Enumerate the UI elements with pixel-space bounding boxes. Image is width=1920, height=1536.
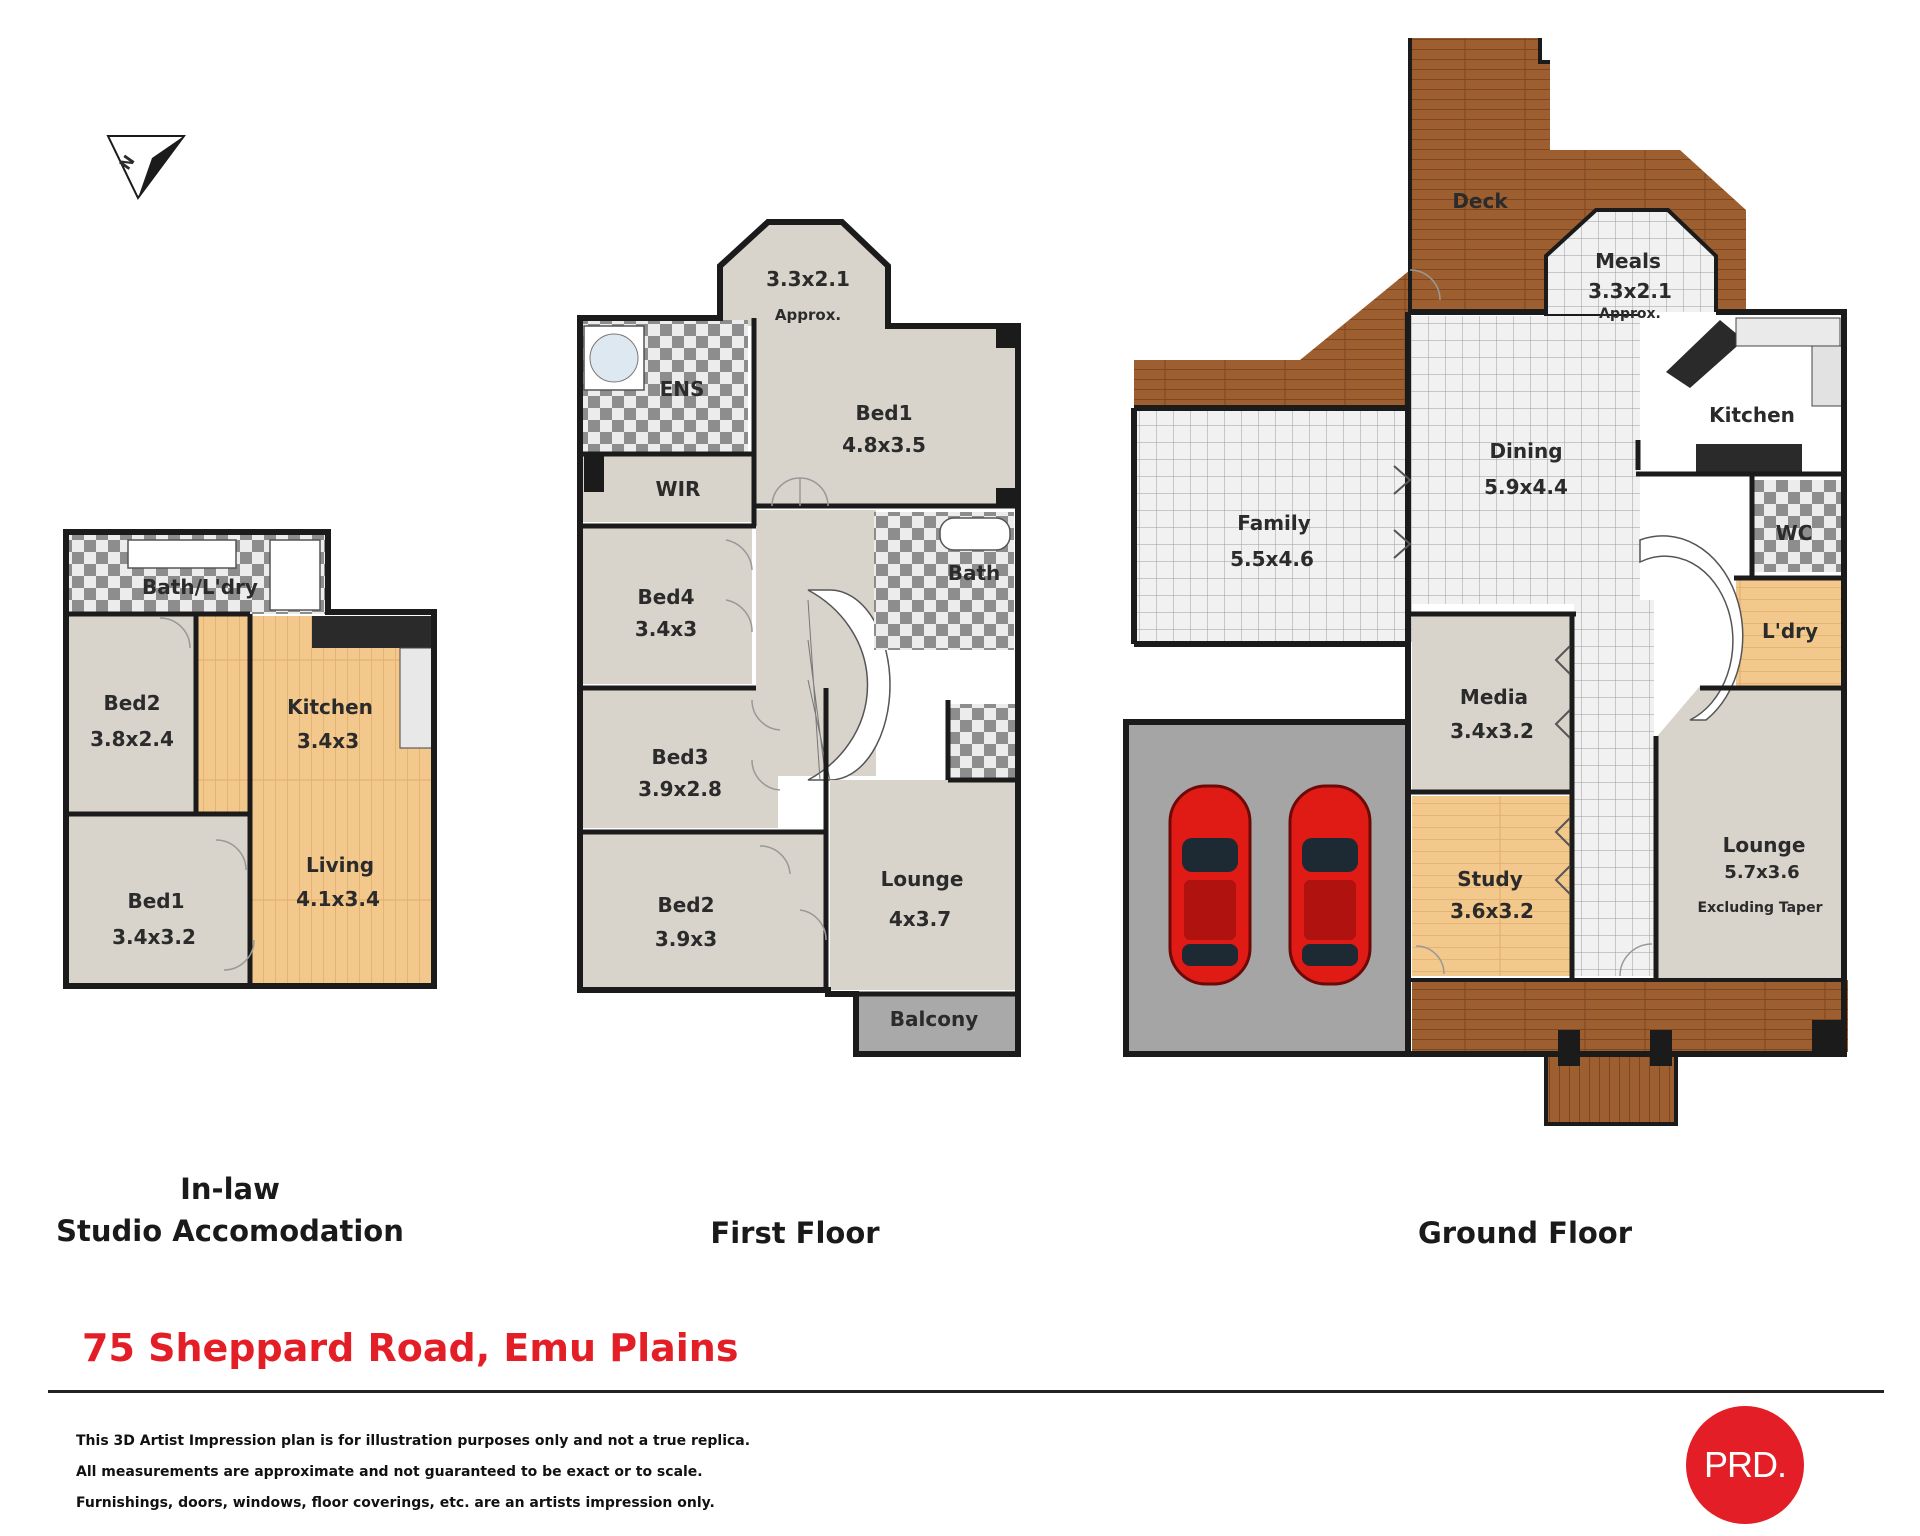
gf-media-size: 3.4x3.2 [1450,719,1534,743]
gf-kitchen-label: Kitchen [1709,403,1795,427]
ff-ens-label: ENS [660,377,705,401]
gf-study-label: Study [1457,867,1523,891]
ff-bed1-size: 4.8x3.5 [842,433,926,457]
prd-logo: PRD. [1686,1406,1804,1524]
inlaw-kitchen-size: 3.4x3 [297,729,359,753]
ff-bay-size: 3.3x2.1 [766,267,850,291]
gf-media-label: Media [1460,685,1528,709]
first-floor-caption: First Floor [710,1216,880,1250]
ff-bed2-label: Bed2 [657,893,714,917]
ff-bay-approx: Approx. [775,306,841,324]
disclaimer-line: This 3D Artist Impression plan is for il… [76,1433,751,1449]
divider [48,1390,1884,1393]
car-icon [1168,784,1252,986]
ff-bed3-label: Bed3 [651,745,708,769]
inlaw-bed2-label: Bed2 [103,691,160,715]
gf-lounge-label: Lounge [1723,833,1806,857]
inlaw-studio-plan [63,529,437,989]
disclaimer-line: Furnishings, doors, windows, floor cover… [76,1495,715,1511]
inlaw-bath-laundry-label: Bath/L'dry [142,575,258,599]
car-icon [1288,784,1372,986]
ff-bed4-label: Bed4 [637,585,694,609]
inlaw-bed1-label: Bed1 [127,889,184,913]
inlaw-kitchen-label: Kitchen [287,695,373,719]
ground-floor-plan [1123,38,1848,1126]
inlaw-living-label: Living [306,853,374,877]
gf-family-size: 5.5x4.6 [1230,547,1314,571]
ff-wir-label: WIR [656,477,701,501]
ff-balcony-label: Balcony [890,1007,978,1031]
gf-meals-size: 3.3x2.1 [1588,279,1672,303]
disclaimer-line: All measurements are approximate and not… [76,1464,703,1480]
ground-floor-caption: Ground Floor [1417,1216,1633,1250]
inlaw-living-size: 4.1x3.4 [296,887,380,911]
disclaimer: This 3D Artist Impression plan is for il… [76,1426,750,1519]
ff-lounge-size: 4x3.7 [889,907,951,931]
ff-bed1-label: Bed1 [855,401,912,425]
gf-laundry-label: L'dry [1762,619,1818,643]
ff-bed3-size: 3.9x2.8 [638,777,722,801]
inlaw-bed1-size: 3.4x3.2 [112,925,196,949]
north-arrow-icon: N [106,135,186,200]
property-address: 75 Sheppard Road, Emu Plains [82,1326,739,1370]
ff-lounge-label: Lounge [881,867,964,891]
ff-bed2-size: 3.9x3 [655,927,717,951]
gf-lounge-note: Excluding Taper [1698,900,1823,916]
inlaw-caption-line2: Studio Accomodation [56,1214,404,1248]
gf-dining-size: 5.9x4.4 [1484,475,1568,499]
inlaw-bed2-size: 3.8x2.4 [90,727,174,751]
gf-lounge-size: 5.7x3.6 [1724,862,1799,883]
gf-wc-label: WC [1776,521,1813,545]
gf-deck-label: Deck [1452,189,1508,213]
prd-logo-text: PRD. [1703,1444,1787,1485]
gf-meals-approx: Approx. [1599,306,1661,322]
inlaw-caption-line1: In-law [180,1172,280,1206]
gf-meals-label: Meals [1595,249,1661,273]
first-floor-plan [577,219,1021,1057]
ff-bed4-size: 3.4x3 [635,617,697,641]
gf-study-size: 3.6x3.2 [1450,899,1534,923]
gf-family-label: Family [1237,511,1311,535]
ff-bath-label: Bath [948,561,1001,585]
gf-dining-label: Dining [1489,439,1562,463]
inlaw-caption: In-law Studio Accomodation [40,1172,420,1248]
